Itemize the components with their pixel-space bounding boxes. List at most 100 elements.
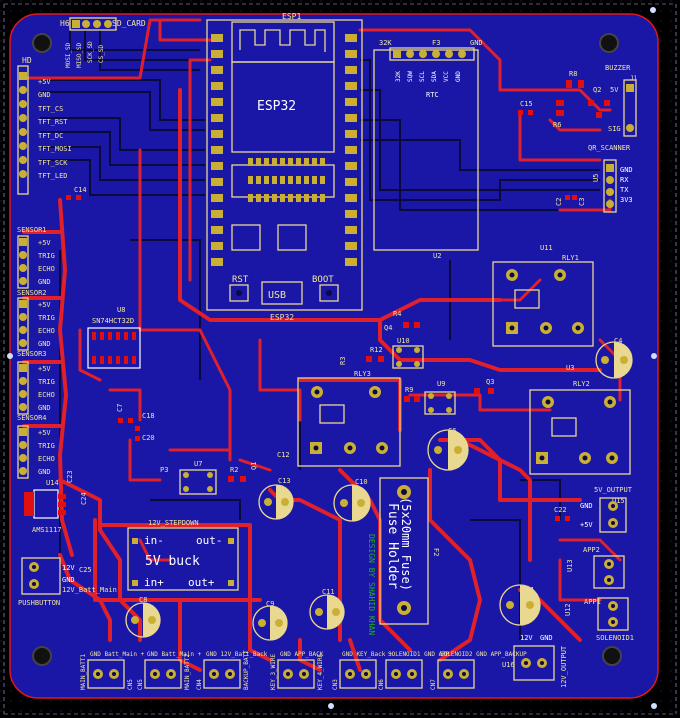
capacitor-c6[interactable]: C6 bbox=[427, 427, 469, 471]
esp32-pin-pad bbox=[345, 82, 357, 90]
tft-pin-1: +5V bbox=[38, 78, 51, 86]
rst-label: RST bbox=[232, 275, 249, 285]
u10-optocoupler[interactable]: U10 R4 Q4 R12 R3 bbox=[339, 310, 424, 369]
u5-label: U5 bbox=[592, 174, 600, 182]
esp32-pin-pad bbox=[345, 194, 357, 202]
bottom-connector-pins: GND APP_BACK bbox=[280, 651, 324, 658]
sensor-headers[interactable]: SENSOR1 SENSOR2 SENSOR3 SENSOR4 +5VTRIGE… bbox=[17, 226, 55, 479]
buck-out-minus: out- bbox=[196, 534, 223, 547]
batt-main-label: 12V_Batt_Main bbox=[62, 586, 117, 594]
esp32-pin-pad bbox=[256, 158, 261, 166]
relay-3[interactable]: RLY3 bbox=[297, 370, 401, 467]
c24-label: C24 bbox=[80, 492, 88, 505]
u11-label: U11 bbox=[540, 244, 553, 252]
sensor-pin-pad bbox=[19, 300, 27, 308]
capacitor-c10[interactable]: C10 bbox=[333, 478, 371, 522]
tft-pin-8: TFT_LED bbox=[38, 172, 68, 180]
c15-label: C15 bbox=[520, 100, 533, 108]
u13-label: U13 bbox=[566, 559, 574, 572]
capacitor-c4[interactable]: C4 bbox=[595, 337, 633, 379]
bottom-connector-name: CN4 bbox=[196, 679, 203, 690]
esp32-pin-pad bbox=[345, 210, 357, 218]
rtc-top-3: GND bbox=[470, 39, 483, 47]
app2-header[interactable]: APP2 U13 bbox=[566, 546, 625, 589]
capacitor-c21[interactable]: C21 bbox=[499, 584, 541, 626]
c13-label: C13 bbox=[278, 477, 291, 485]
esp32-pin-pad bbox=[280, 176, 285, 184]
buck-in-minus: in- bbox=[144, 534, 164, 547]
esp32-pin-pad bbox=[211, 162, 223, 170]
buck-name: 5V buck bbox=[145, 554, 200, 569]
bottom-connector-outline bbox=[277, 659, 315, 689]
p3-label: P3 bbox=[160, 466, 168, 474]
buzzer-pin-2: SIG bbox=[608, 125, 621, 133]
sensor-header-outline bbox=[17, 235, 29, 289]
tft-header[interactable]: HD +5V GND TFT_CS TFT_RST TFT_DC TFT_MOS… bbox=[17, 56, 87, 200]
bottom-connector-hole bbox=[96, 672, 100, 676]
buck-converter[interactable]: 12V_STEPDOWN in- out- 5V buck in+ out+ bbox=[127, 519, 239, 591]
f2-label: F2 bbox=[432, 548, 440, 556]
sensor-pin-pad bbox=[19, 339, 27, 347]
r2-label: R2 bbox=[230, 466, 238, 474]
sensor-pin-pad bbox=[19, 277, 27, 285]
esp32-module[interactable]: ESP1 ESP32 RST BOOT USB ESP32 bbox=[206, 12, 363, 322]
ams-label: AMS1117 bbox=[32, 526, 62, 534]
bottom-connector-hole bbox=[462, 672, 466, 676]
sensor-pin-label: GND bbox=[38, 468, 51, 476]
esp32-pin-pad bbox=[320, 158, 325, 166]
c18-label: C18 bbox=[142, 412, 155, 420]
5v-output-header[interactable]: 5V_OUTPUT U15 GND +5V C22 bbox=[554, 486, 633, 533]
sensor-pin-pad bbox=[19, 428, 27, 436]
capacitor-c8[interactable]: C8 bbox=[125, 596, 161, 638]
u9-optocoupler[interactable]: U9 R9 Q3 bbox=[404, 378, 494, 415]
esp32-pin-pad bbox=[211, 210, 223, 218]
esp32-pin-pad bbox=[211, 98, 223, 106]
qr-scanner-section[interactable]: QR_SCANNER GND RX TX 3V3 U5 C2 C3 bbox=[555, 144, 633, 213]
esp32-bottom-label: ESP32 bbox=[270, 313, 294, 322]
bottom-connector-pins: GND KEY_Back + bbox=[342, 651, 393, 658]
ams1117-regulator[interactable]: U14 C23 C24 AMS1117 bbox=[24, 470, 88, 534]
bottom-connector-pins: SOLENOID1 GND APP bbox=[388, 651, 450, 658]
u12-label: U12 bbox=[564, 603, 572, 616]
c12-label: C12 bbox=[277, 451, 290, 459]
sensor4-label: SENSOR4 bbox=[17, 414, 47, 422]
capacitor-c9[interactable]: C9 bbox=[252, 600, 288, 641]
sd-card-header[interactable]: H6 SD_CARD MOSI_SD MISO_SD SCK_SD CS_SD bbox=[60, 17, 146, 68]
esp32-pin-pad bbox=[248, 158, 253, 166]
app1-solenoid1-header[interactable]: APP1 U12 SOLENOID1 bbox=[564, 597, 634, 642]
inner-traces bbox=[40, 30, 600, 640]
fuse-holder[interactable]: Fuse Holder (5x20mm Fuse) F2 bbox=[379, 477, 440, 625]
sensor-pin-label: ECHO bbox=[38, 455, 55, 463]
bottom-connector-hole bbox=[169, 672, 173, 676]
capacitor-c13[interactable]: C12 C13 bbox=[258, 451, 294, 520]
esp32-pin-pad bbox=[345, 162, 357, 170]
u8-logic-chip[interactable]: U8 SN74HCT32D bbox=[87, 306, 141, 369]
relay-2[interactable]: U3 RLY2 bbox=[529, 364, 631, 475]
u7-label: U7 bbox=[194, 460, 202, 468]
tft-pin-4: TFT_RST bbox=[38, 118, 68, 126]
12v-pin-2: GND bbox=[540, 634, 553, 642]
pushbutton-label: PUSHBUTTON bbox=[18, 599, 60, 607]
rtc-module[interactable]: 32K F3 GND 32K SQW SCL SDA VCC GND RTC U… bbox=[373, 39, 483, 260]
qr-pin-1: GND bbox=[620, 166, 633, 174]
esp32-pin-pad bbox=[296, 194, 301, 202]
push-pin-1: 12V bbox=[62, 564, 75, 572]
buzzer-section[interactable]: BUZZER J1 5V SIG R8 R6 Q2 C15 bbox=[518, 64, 638, 137]
small-caps-c7-c18-c20[interactable]: C7 C18 C20 bbox=[116, 404, 155, 442]
bottom-connector-hole bbox=[153, 672, 157, 676]
esp32-pin-pad bbox=[211, 178, 223, 186]
relay-1[interactable]: U11 RLY1 bbox=[492, 244, 594, 347]
sd-card-label: SD_CARD bbox=[112, 19, 146, 28]
esp32-pin-pad bbox=[211, 34, 223, 42]
u2-label: U2 bbox=[433, 252, 441, 260]
rtc-top-2: F3 bbox=[432, 39, 440, 47]
12v-output-header[interactable]: 12V GND U16 12V_OUTPUT bbox=[502, 634, 568, 688]
u7-optocoupler[interactable]: P3 U7 R2 Q1 bbox=[160, 460, 258, 495]
bottom-connector-outline bbox=[437, 659, 475, 689]
pushbutton-header[interactable]: 12V GND PUSHBUTTON C25 12V_Batt_Main bbox=[18, 557, 117, 607]
esp32-pin-pad bbox=[345, 178, 357, 186]
fuse-holder-label: Fuse Holder bbox=[385, 503, 400, 589]
capacitor-c11[interactable]: C11 bbox=[309, 588, 345, 630]
esp32-pin-pad bbox=[264, 158, 269, 166]
